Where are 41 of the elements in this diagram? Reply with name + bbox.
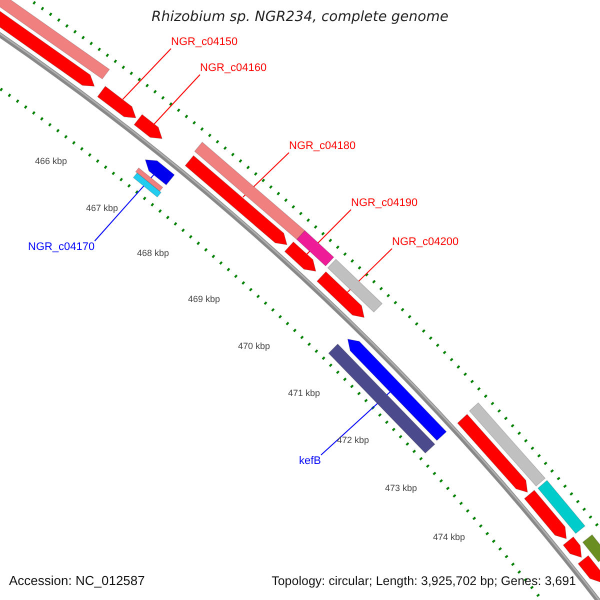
gene-feature — [582, 534, 600, 562]
gene-feature — [524, 490, 567, 540]
gene-label: NGR_c04200 — [392, 236, 459, 249]
gene-feature — [134, 114, 163, 139]
scale-label: 469 kbp — [188, 294, 220, 304]
scale-label: 470 kbp — [238, 341, 270, 352]
gene-feature — [284, 241, 316, 272]
gene-feature — [144, 159, 175, 186]
gene-label: NGR_c04170 — [28, 241, 95, 254]
accession-text: Accession: NC_012587 — [9, 574, 145, 589]
gene-feature — [132, 172, 162, 198]
gene-feature — [184, 155, 288, 246]
scale-label: 474 kbp — [433, 532, 466, 542]
leader-line — [122, 48, 172, 100]
scale-label: 471 kbp — [288, 388, 320, 398]
gene-feature — [296, 230, 334, 266]
title: Rhizobium sp. NGR234, complete genome — [150, 9, 450, 26]
gene-feature — [97, 86, 136, 118]
gene-label: kefB — [299, 455, 322, 468]
leader-line — [320, 391, 392, 456]
scale-label: 467 kbp — [86, 203, 118, 214]
gene-feature — [327, 258, 383, 313]
gene-label: NGR_c04180 — [289, 140, 356, 153]
gene-label: NGR_c04150 — [171, 36, 238, 49]
gene-label: NGR_c04190 — [351, 197, 418, 210]
scale-label: 473 kbp — [385, 483, 418, 494]
gene-feature — [0, 0, 110, 80]
gene-feature — [457, 414, 528, 493]
gene-feature — [562, 536, 582, 558]
leader-line — [154, 74, 200, 124]
gene-label: NGR_c04160 — [200, 62, 267, 75]
gene-feature — [468, 402, 546, 487]
leader-line — [94, 174, 154, 242]
scale-label: 468 kbp — [137, 248, 170, 258]
gene-feature — [328, 344, 436, 454]
gene-feature — [537, 480, 586, 534]
gene-feature — [316, 271, 365, 318]
genome-stats-text: Topology: circular; Length: 3,925,702 bp; Genes: 3,691 — [272, 574, 576, 588]
scale-label: 466 kbp — [35, 156, 68, 166]
gene-feature — [578, 555, 600, 583]
scale-label: 472 kbp — [337, 435, 370, 446]
